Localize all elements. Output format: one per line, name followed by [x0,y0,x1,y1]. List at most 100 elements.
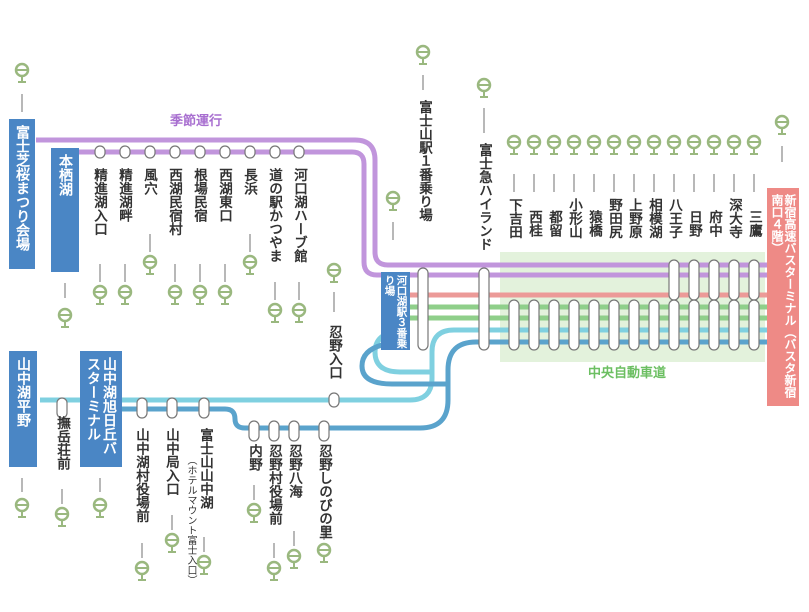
stop-pill [119,145,131,159]
stop-pill [417,267,429,351]
stop-label-jindaiji: 深大寺 [726,198,742,239]
stop-pill [568,299,580,351]
stop-label-tsuru: 都留 [546,210,562,237]
cyan-line [40,327,770,403]
bus-stop-icon [142,254,158,275]
stop-label-nagahama: 長浜 [241,168,257,195]
bus-stop-icon [726,134,742,155]
bus-stop-icon [316,542,332,563]
bus-stop-icon [774,114,790,135]
terminal-yamanakako-hirano[interactable]: 山中湖平野 [9,351,37,467]
stop-label-saruhashi: 猿橋 [586,210,602,237]
stop-pill [194,145,206,159]
stop-pill [269,145,281,159]
stop-pill [94,145,106,159]
stop-pill [198,397,210,419]
bus-stop-icon [291,302,307,323]
stop-pill [548,299,560,351]
stop-label-nenba-minshuku: 根場民宿 [191,168,207,222]
bus-stop-icon [606,134,622,155]
terminal-shinjuku[interactable]: 新宿高速バスターミナル（バスタ新宿南口４階） [767,188,799,406]
stop-label-hachioji: 八王子 [666,198,682,239]
bus-stop-icon [117,284,133,305]
stop-pill [288,420,300,442]
stop-label-uchino: 内野 [246,444,262,471]
stop-label-saiko-minshukumura: 西湖民宿村 [166,168,182,236]
stop-pill [688,259,700,301]
stop-label-fujisan-station: 富士山駅１番乗り場 [416,100,432,222]
stop-label-bugakuso-mae: 撫岳荘前 [54,416,70,470]
bus-stop-icon [217,284,233,305]
bus-stop-icon [54,506,70,527]
bus-stop-icon [686,134,702,155]
terminal-fuji-shibazakura[interactable]: 富士芝桜まつり会場 [9,119,35,269]
seasonal-line-inner [76,149,770,278]
bus-stop-icon [626,134,642,155]
stop-pill [328,392,340,408]
stop-pill [708,299,720,351]
stop-pill [608,299,620,351]
seasonal-label: 季節運行 [170,114,223,129]
stop-pill [528,299,540,351]
stop-label-saiko-higashiguchi: 西湖東口 [216,168,232,222]
bus-stop-icon [586,134,602,155]
blue-line [120,339,770,431]
bus-stop-icon [286,548,302,569]
bus-stop-icon [646,134,662,155]
stop-pill [668,299,680,351]
stop-label-shojiko-han: 精進湖畔 [116,168,132,222]
stop-label-hino: 日野 [686,210,702,237]
stop-label-fuketsu: 風穴 [141,168,157,195]
stop-label-nishikatsura: 西桂 [526,210,542,237]
stop-label-oshino-yakuba: 忍野村役場前 [266,444,282,525]
stops-group [14,44,790,581]
bus-stop-icon [385,190,401,211]
stop-pill [648,299,660,351]
stop-pill [144,145,156,159]
chuo-expressway-label: 中央自動車道 [588,366,667,381]
bus-stop-icon [196,554,212,575]
bus-stop-icon [164,532,180,553]
stop-label-fujisan-yamanakako: 富士山山中湖 [197,428,213,509]
stop-pill [588,299,600,351]
stop-label-ogatayama: 小形山 [566,198,582,239]
terminal-motosuko[interactable]: 本栖湖 [51,148,79,272]
bus-stop-icon [546,134,562,155]
bus-stop-icon [92,284,108,305]
bus-stop-icon [746,134,762,155]
stop-pill [688,299,700,351]
bus-stop-icon [134,560,150,581]
stop-pill [248,420,260,442]
bus-stop-icon [266,560,282,581]
stop-label-nodajiri: 野田尻 [606,198,622,239]
stop-pill [268,420,280,442]
stop-pill [708,259,720,301]
stop-label-mitaka: 三鷹 [746,210,762,237]
terminal-kawaguchiko[interactable]: 河口湖駅３番乗り場 [381,272,410,350]
stop-pill [244,145,256,159]
terminal-yamanakako-asahigaoka[interactable]: 山中湖旭日丘バスターミナル [80,351,122,467]
stop-pill [728,259,740,301]
bus-stop-icon [666,134,682,155]
stop-label-kawaguchiko-herb: 河口湖ハーブ館 [291,168,307,263]
stop-pill [508,299,520,351]
stop-label-fuchu: 府中 [706,210,722,237]
bus-stop-icon [242,254,258,275]
bus-stop-icon [267,302,283,323]
bus-stop-icon [92,497,108,518]
pills-group [56,145,760,442]
stop-pill [478,267,490,351]
bus-stop-icon [167,284,183,305]
stop-label-oshino-iriguchi: 忍野入口 [326,325,342,379]
stop-label-shojiko-iriguchi: 精進湖入口 [91,168,107,236]
bus-stop-icon [706,134,722,155]
bus-stop-icon [14,62,30,83]
stop-label-shimoyoshida: 下吉田 [506,198,522,239]
bus-stop-icon [526,134,542,155]
stop-pill [628,299,640,351]
stop-label-michinoeki-katsuyama: 道の駅かつやま [266,168,282,263]
stop-pill [166,397,178,419]
bus-stop-icon [246,502,262,523]
bus-stop-icon [476,77,492,98]
